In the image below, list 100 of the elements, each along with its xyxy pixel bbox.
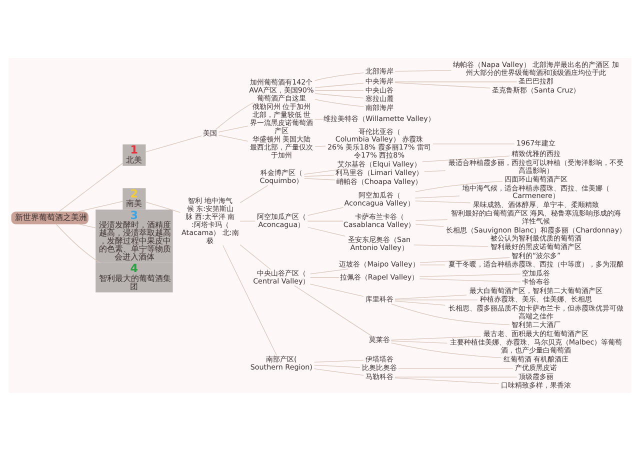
node-text: 1967年建立 bbox=[516, 138, 556, 148]
connector bbox=[419, 278, 521, 282]
node-text: 最古老、面积最大的红葡萄酒产区 bbox=[484, 328, 589, 338]
node-text: 顶级霞多丽 bbox=[518, 371, 554, 380]
connector bbox=[310, 276, 340, 278]
connector bbox=[394, 294, 467, 299]
node-box: 4 智利最大的葡萄酒集团 bbox=[96, 262, 173, 292]
connector bbox=[415, 218, 448, 220]
node-text: 地中海气候，适合种植赤霞珠、西拉、佳美娜（Carmenere） bbox=[462, 182, 610, 200]
node-text: 智利的“波尔多” bbox=[511, 250, 561, 260]
node-text: 马勒科谷 bbox=[365, 371, 394, 380]
node-text: 夏干冬暖，适合种植赤霞珠、西拉（中等度），多为混酿 bbox=[448, 259, 624, 268]
node-text: 智利 地中海气候 东:安第斯山脉 西:太平洋 南:阿塔卡玛（Atacama） 北:南极 bbox=[182, 195, 239, 244]
connector bbox=[394, 377, 500, 384]
node-text: 利马里谷（Limari Valley） bbox=[335, 168, 424, 177]
connector bbox=[307, 226, 346, 236]
node-text: 智利最好的黑皮诺葡萄酒产区 bbox=[490, 242, 582, 251]
node-box: 2 南美 bbox=[122, 188, 146, 210]
connector bbox=[76, 200, 124, 212]
connector bbox=[391, 303, 510, 325]
connector bbox=[314, 359, 364, 362]
node-text: 南部产区(Southern Region) bbox=[250, 354, 312, 371]
node-text: 产优质黑皮诺 bbox=[515, 362, 558, 372]
connector bbox=[314, 145, 326, 146]
connector bbox=[419, 273, 521, 276]
connector bbox=[394, 82, 490, 88]
connector bbox=[390, 340, 448, 344]
connector bbox=[394, 299, 478, 300]
node-text: 哥伦比亚谷（Columbia Valley） 赤霞珠26% 美乐18% 霞多丽17% 雷司令17% 西拉8% bbox=[328, 126, 432, 160]
node-text: 空加瓜谷 bbox=[522, 268, 550, 277]
node-text: 智利最好的白葡萄酒产区 海风、秘鲁寒流影响形成的海洋性气候 bbox=[450, 208, 622, 226]
connector bbox=[314, 368, 364, 376]
connector bbox=[307, 220, 344, 221]
connector bbox=[240, 244, 271, 270]
node-text: 阿空加瓜谷（Aconcagua Valley） bbox=[344, 190, 414, 207]
connector bbox=[56, 223, 102, 263]
connector bbox=[218, 125, 248, 132]
node-text: 圣巴巴拉郡 bbox=[518, 76, 554, 86]
connector bbox=[422, 155, 510, 162]
connector bbox=[294, 284, 373, 336]
node-text: 北部海岸 bbox=[365, 66, 394, 75]
connector bbox=[240, 184, 268, 203]
node-text: 精致优雅的西拉 bbox=[512, 148, 561, 158]
connector bbox=[218, 134, 248, 141]
node-text: 莫莱谷 bbox=[368, 334, 390, 344]
connector bbox=[414, 180, 503, 192]
connector bbox=[424, 170, 446, 172]
node-text: 果味成熟、酒体醇厚、单宁丰、柔顺精致 bbox=[473, 199, 600, 208]
connector bbox=[314, 364, 360, 368]
connector bbox=[390, 336, 482, 340]
node-text: 智利第二大酒厂 bbox=[512, 320, 561, 329]
connector bbox=[77, 223, 96, 228]
connector bbox=[215, 102, 254, 130]
node-text: 中央山谷 bbox=[365, 84, 394, 94]
connector bbox=[314, 98, 364, 107]
node-box: 3 浸渍发酵时，酒精度越高，浸渍萃取越高，发酵过程中果皮中的色素、单宁等物质会进入酒体 bbox=[96, 209, 173, 262]
node-text: 最大白葡萄酒产区，智利第二大葡萄酒产区 bbox=[470, 285, 603, 294]
connector bbox=[314, 82, 364, 88]
node-text: 圣克鲁斯郡（Santa Cruz） bbox=[492, 84, 580, 94]
connector bbox=[307, 206, 344, 216]
node-text: 四面环山葡萄酒产区 bbox=[504, 174, 568, 183]
connector bbox=[390, 342, 502, 358]
connector bbox=[145, 201, 181, 212]
connector bbox=[314, 72, 364, 80]
connector bbox=[414, 200, 471, 203]
node-text: 种植赤霞珠、美乐、佳美娜、长相思 bbox=[480, 294, 592, 304]
connector bbox=[145, 135, 202, 152]
connector bbox=[415, 223, 444, 226]
node-text: 科金博产区（Coquimbo） bbox=[260, 168, 304, 185]
node-text: 峭帕谷（Choapa Valley） bbox=[336, 176, 422, 186]
node-text: 中央海岸 bbox=[365, 76, 394, 86]
node-text: 南部海岸 bbox=[365, 102, 394, 112]
connector bbox=[58, 162, 124, 212]
connector bbox=[394, 300, 446, 306]
node-text: 拉佩谷（Rapel Valley） bbox=[340, 272, 419, 281]
node-text: 迈坡谷（Maipo Valley） bbox=[339, 259, 420, 268]
connector bbox=[394, 81, 518, 82]
connector bbox=[420, 256, 510, 262]
connector bbox=[394, 376, 518, 377]
node-box: 新世界葡萄酒之美洲 bbox=[11, 211, 88, 224]
connector bbox=[240, 220, 256, 221]
node-text: 卡恰布谷 bbox=[522, 276, 550, 286]
node-text: 阿空加瓜产区（Aconcagua） bbox=[256, 211, 306, 228]
connector bbox=[413, 244, 488, 246]
node-text: 维拉美特谷（Willamette Valley） bbox=[324, 114, 435, 123]
connector bbox=[304, 174, 334, 176]
node-text: 主要种植佳美娜、赤霞珠、马尔贝克（Malbec）等葡萄酒，也产少量白葡萄酒 bbox=[450, 337, 622, 354]
connector bbox=[314, 92, 364, 98]
node-text: 长相思、霞多丽品质不如卡萨布兰卡，但赤霞珠优异可做高端之佳作 bbox=[448, 302, 624, 320]
node-text: 俄勒冈州 位于加州北部，产量较低 世界一流黑皮诺葡萄酒产区 bbox=[250, 102, 313, 134]
node-text: 塞拉山麓 bbox=[365, 94, 394, 103]
node-text: 纳帕谷（Napa Valley） 北部海岸最出名的产酒区 加州大部分的世界级葡萄酒和顶级酒庄均位于此 bbox=[453, 59, 619, 76]
node-text: 伊塔塔谷 bbox=[365, 354, 394, 363]
connector bbox=[310, 283, 364, 296]
node-text: 口味精致多样，果香浓 bbox=[501, 380, 572, 390]
connector bbox=[304, 168, 348, 174]
node-text: 圣安东尼奥谷（San Antonio Valley） bbox=[348, 234, 411, 252]
connector bbox=[304, 178, 336, 180]
connector bbox=[310, 268, 348, 274]
connector bbox=[420, 264, 446, 265]
